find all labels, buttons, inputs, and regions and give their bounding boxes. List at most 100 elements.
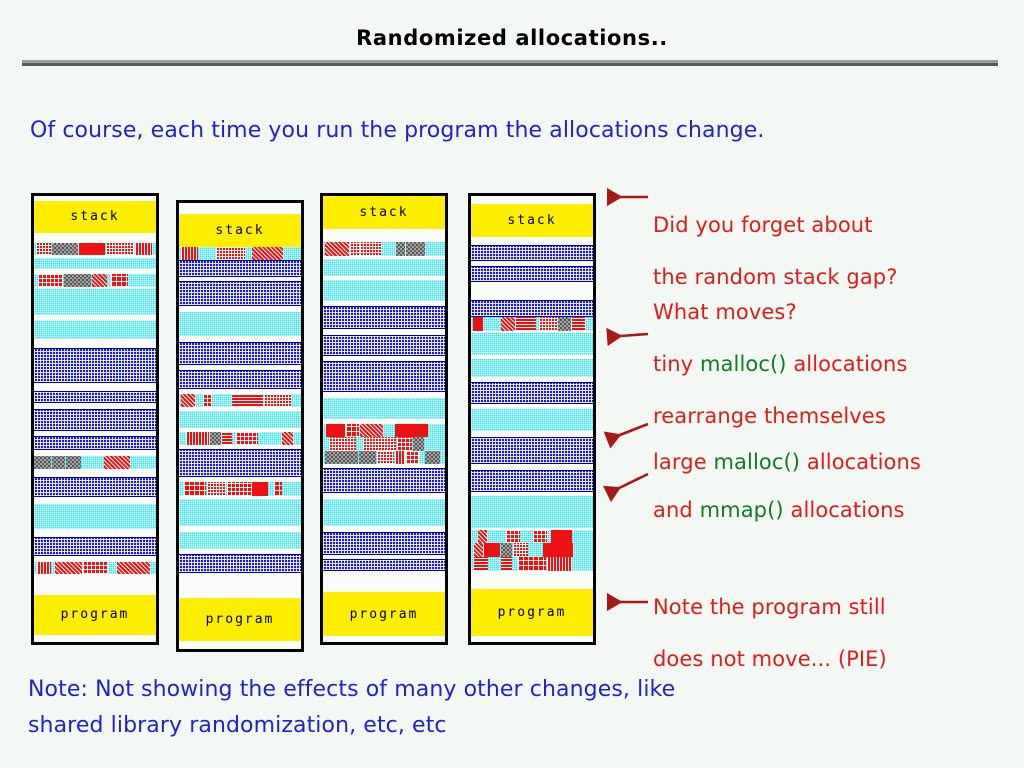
- program-region: program: [179, 597, 301, 642]
- unmapped-gap: [471, 492, 593, 496]
- keyword-malloc: malloc(): [713, 450, 801, 474]
- allocation-chunk: [221, 431, 232, 446]
- mmap-region-blue: [323, 558, 445, 571]
- annotation-large-malloc: large malloc() allocations: [653, 423, 921, 475]
- mmap-region-blue: [471, 382, 593, 405]
- unmapped-gap: [34, 315, 156, 322]
- annotation-prefix: large: [653, 450, 714, 474]
- allocation-chunk: [110, 274, 128, 287]
- allocation-chunk: [533, 529, 548, 544]
- mmap-region-blue: [471, 245, 593, 262]
- unmapped-gap: [471, 281, 593, 300]
- allocation-chunk: [203, 393, 213, 407]
- tiny-allocation-row: [471, 317, 593, 332]
- annotation-line-2: the random stack gap?: [653, 265, 898, 289]
- mmap-region-blue: [34, 408, 156, 432]
- heap-region-cyan: [323, 258, 445, 277]
- unmapped-gap: [179, 495, 301, 500]
- unmapped-gap: [34, 383, 156, 392]
- arrow-tiny-malloc: [606, 327, 649, 347]
- allocation-chunk: [512, 543, 528, 558]
- allocation-chunk: [227, 482, 252, 496]
- unmapped-gap: [471, 636, 593, 642]
- allocation-chunk: [501, 317, 516, 332]
- unmapped-gap: [34, 403, 156, 409]
- allocation-chunk: [539, 317, 558, 332]
- unmapped-gap: [471, 464, 593, 471]
- allocation-chunk: [55, 561, 83, 575]
- annotation-suffix: allocations: [783, 498, 905, 522]
- heap-region-cyan: [179, 531, 301, 549]
- allocation-chunk: [184, 482, 207, 496]
- unmapped-gap: [179, 641, 301, 649]
- unmapped-gap: [471, 196, 593, 204]
- stack-region: stack: [34, 201, 156, 233]
- allocation-chunk: [66, 456, 82, 469]
- tiny-allocation-row: [34, 243, 156, 256]
- unmapped-gap: [34, 338, 156, 349]
- unmapped-gap: [179, 572, 301, 598]
- annotation-prefix: tiny: [653, 352, 700, 376]
- heap-region-cyan: [323, 499, 445, 527]
- heap-region-cyan: [471, 333, 593, 355]
- heap-region-cyan: [471, 495, 593, 528]
- annotation-prefix: and: [653, 498, 700, 522]
- annotation-suffix: allocations: [786, 352, 908, 376]
- unmapped-gap: [323, 228, 445, 243]
- tiny-allocation-row: [179, 431, 301, 446]
- allocation-chunk: [572, 317, 586, 332]
- allocation-chunk: [104, 456, 131, 469]
- allocation-chunk: [396, 242, 405, 256]
- annotation-line-1: Did you forget about: [653, 213, 873, 237]
- unmapped-gap: [34, 450, 156, 457]
- unmapped-gap: [323, 301, 445, 307]
- heap-region-cyan: [34, 504, 156, 529]
- allocation-chunk: [406, 450, 420, 465]
- unmapped-gap: [471, 570, 593, 589]
- keyword-mmap: mmap(): [699, 498, 784, 522]
- unmapped-gap: [179, 203, 301, 215]
- heap-region-cyan: [34, 289, 156, 316]
- allocation-chunk: [52, 456, 66, 469]
- tiny-allocation-row: [323, 242, 445, 256]
- allocation-chunk: [558, 317, 572, 332]
- annotation-line-2: rearrange themselves: [653, 404, 886, 428]
- allocation-chunk: [63, 274, 91, 287]
- allocation-chunk: [516, 317, 537, 332]
- allocation-chunk: [377, 450, 395, 465]
- annotation-mmap: and mmap() allocations: [653, 471, 905, 523]
- allocation-chunk: [518, 557, 547, 571]
- mmap-region-blue: [323, 468, 445, 494]
- mmap-region-blue: [471, 266, 593, 282]
- tiny-allocation-row: [34, 561, 156, 575]
- program-region: program: [471, 588, 593, 637]
- tiny-allocation-row: [471, 529, 593, 544]
- allocation-chunk: [235, 431, 258, 446]
- intro-text: Of course, each time you run the program…: [30, 118, 765, 143]
- arrow-mmap: [603, 472, 649, 503]
- unmapped-gap: [179, 406, 301, 411]
- allocation-chunk: [412, 437, 424, 451]
- unmapped-gap: [34, 255, 156, 258]
- allocation-chunk: [395, 450, 406, 465]
- annotation-stack-gap: Did you forget about the random stack ga…: [653, 186, 897, 290]
- allocation-chunk: [362, 437, 396, 451]
- unmapped-gap: [471, 354, 593, 359]
- unmapped-gap: [471, 331, 593, 334]
- allocation-chunk: [551, 529, 573, 544]
- unmapped-gap: [34, 468, 156, 478]
- allocation-chunk: [396, 437, 412, 451]
- heap-region-cyan: [34, 257, 156, 270]
- allocation-chunk: [35, 243, 51, 256]
- allocation-chunk: [425, 450, 441, 465]
- unmapped-gap: [323, 419, 445, 424]
- allocation-chunk: [542, 543, 573, 558]
- allocation-chunk: [500, 543, 512, 558]
- allocation-chunk: [406, 242, 425, 256]
- divider-highlight: [22, 60, 998, 63]
- tiny-allocation-row: [471, 557, 593, 571]
- mmap-region-blue: [34, 348, 156, 384]
- tiny-allocation-row: [471, 543, 593, 558]
- mmap-region-blue: [179, 281, 301, 306]
- heap-region-cyan: [471, 409, 593, 431]
